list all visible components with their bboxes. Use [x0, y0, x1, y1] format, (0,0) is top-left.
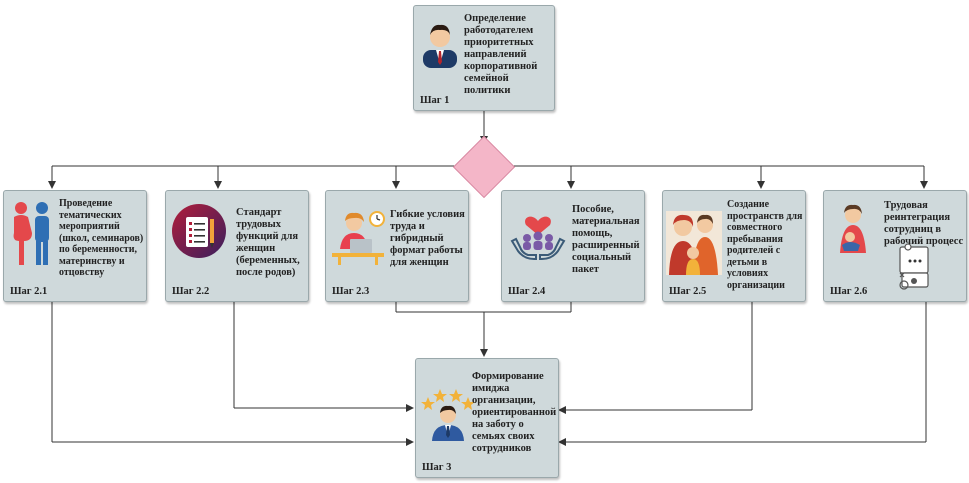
- step-2-1-label: Шаг 2.1: [10, 286, 48, 297]
- step-2-6-box: Трудовая реинтеграция сотрудниц в рабочи…: [823, 190, 967, 302]
- step-2-1-text: Проведение тематических мероприятий (шко…: [59, 198, 144, 278]
- step-3-text: Формирование имиджа организации, ориенти…: [472, 371, 557, 454]
- step-2-5-text: Создание пространств для совместного пре…: [727, 199, 803, 291]
- step-2-6-text: Трудовая реинтеграция сотрудниц в рабочи…: [884, 200, 964, 247]
- businessman-icon: [422, 20, 458, 73]
- step-2-5-label: Шаг 2.5: [669, 286, 707, 297]
- step-2-3-label: Шаг 2.3: [332, 286, 370, 297]
- step-2-2-label: Шаг 2.2: [172, 286, 210, 297]
- step-3-box: Формирование имиджа организации, ориенти…: [415, 358, 559, 478]
- step-3-label: Шаг 3: [422, 462, 452, 473]
- family-icon: [666, 211, 722, 280]
- step-2-5-box: Создание пространств для совместного пре…: [662, 190, 806, 302]
- step-1-label: Шаг 1: [420, 95, 450, 106]
- step-2-3-text: Гибкие условия труда и гибридный формат …: [390, 209, 465, 268]
- checklist-icon: [171, 203, 227, 264]
- step-1-text: Определение работодателем приоритетных н…: [464, 13, 538, 96]
- step-2-2-text: Стандарт трудовых функций для женщин (бе…: [236, 207, 300, 278]
- step-2-6-label: Шаг 2.6: [830, 286, 868, 297]
- expecting-couple-icon: [8, 199, 56, 272]
- step-2-1-box: Проведение тематических мероприятий (шко…: [3, 190, 147, 302]
- step-2-4-label: Шаг 2.4: [508, 286, 546, 297]
- rated-employee-icon: [420, 385, 476, 446]
- helping-hands-icon: [510, 205, 566, 270]
- mother-and-puzzle-icon: [830, 201, 930, 296]
- step-2-2-box: Стандарт трудовых функций для женщин (бе…: [165, 190, 309, 302]
- step-2-4-box: Пособие, материальная помощь, расширенны…: [501, 190, 645, 302]
- step-2-3-box: Гибкие условия труда и гибридный формат …: [325, 190, 469, 302]
- remote-worker-icon: [330, 209, 386, 270]
- step-1-box: Определение работодателем приоритетных н…: [413, 5, 555, 111]
- step-2-4-text: Пособие, материальная помощь, расширенны…: [572, 204, 640, 275]
